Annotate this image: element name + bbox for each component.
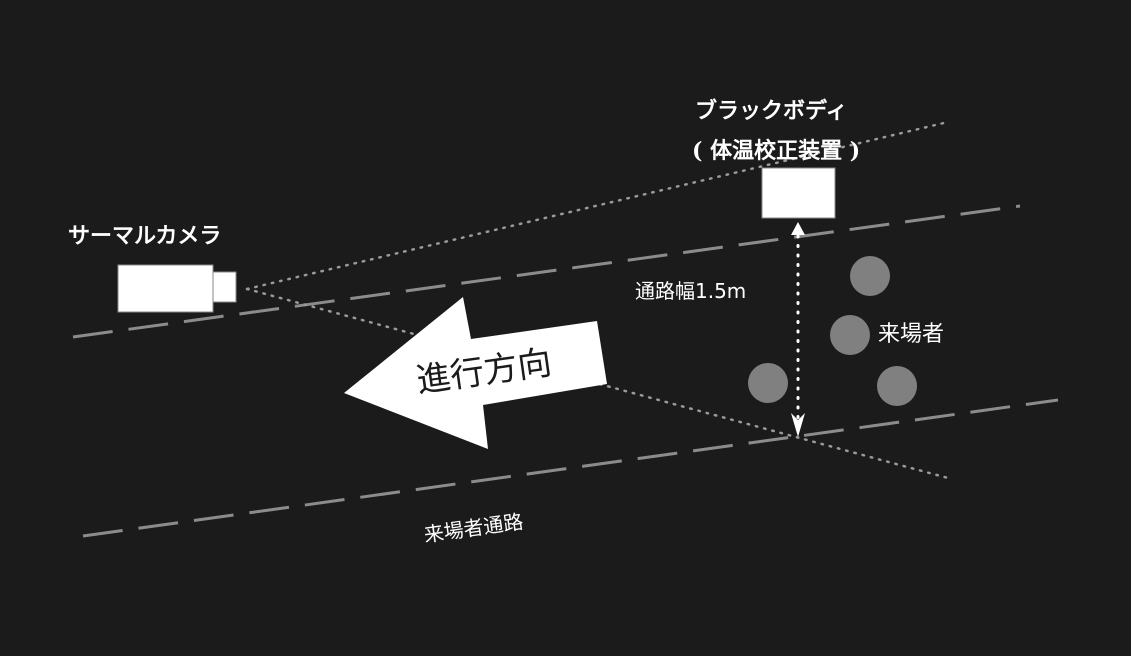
- visitor-dot: [830, 315, 870, 355]
- direction-arrow-icon: [344, 297, 607, 449]
- passage-width-label: 通路幅1.5m: [635, 279, 746, 303]
- arrowhead-up-icon: [791, 222, 805, 235]
- visitor-dot: [877, 366, 917, 406]
- passage-boundary-bottom: [82, 398, 1059, 538]
- visitor-group: [748, 256, 917, 406]
- visitor-dot: [748, 363, 788, 403]
- blackbody-title: ブラックボディ: [695, 98, 847, 124]
- arrowhead-down-icon: [791, 413, 805, 437]
- thermal-camera-label: サーマルカメラ: [68, 223, 221, 249]
- passage-boundary-top: [72, 204, 1021, 339]
- thermal-camera-icon: [117, 264, 237, 313]
- visitor-dot: [850, 256, 890, 296]
- blackbody-device-icon: [761, 167, 836, 219]
- blackbody-subtitle: ( 体温校正装置 ): [692, 138, 860, 164]
- visitors-label: 来場者: [878, 322, 944, 347]
- camera-fov-upper: [245, 120, 950, 291]
- camera-fov-lower: [245, 287, 950, 480]
- visitor-passage-label: 来場者通路: [422, 509, 524, 547]
